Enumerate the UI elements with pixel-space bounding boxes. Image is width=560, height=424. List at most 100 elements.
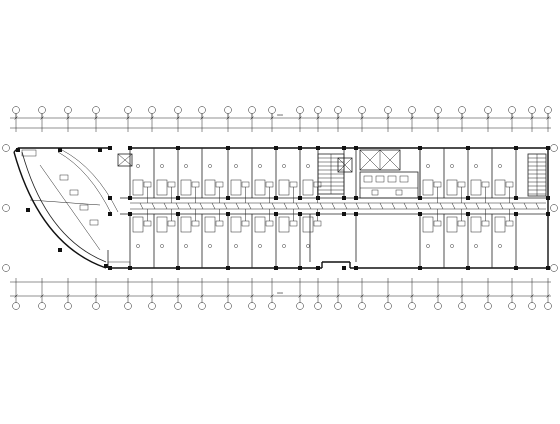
fan-coil-unit xyxy=(481,220,490,227)
grid-bubble xyxy=(198,302,206,310)
duct-hatch xyxy=(463,202,468,210)
fan-coil-unit xyxy=(457,181,466,188)
duct-hatch xyxy=(259,202,264,210)
grid-bubble xyxy=(408,302,416,310)
grid-bubble xyxy=(528,106,536,114)
elevator-left xyxy=(117,153,133,167)
diffuser xyxy=(474,244,478,248)
diffuser xyxy=(160,164,164,168)
column xyxy=(108,146,112,150)
grid-bubble xyxy=(334,302,342,310)
service-block xyxy=(359,171,419,199)
bottom-tick-slash xyxy=(270,294,274,298)
grid-bubble xyxy=(358,302,366,310)
bathroom xyxy=(278,216,290,233)
fan-coil-unit xyxy=(289,181,298,188)
column xyxy=(108,196,112,200)
fan-coil-unit xyxy=(89,219,99,226)
duct-hatch xyxy=(487,202,492,210)
bathroom xyxy=(132,179,144,196)
column xyxy=(128,146,132,150)
duct-hatch xyxy=(163,202,168,210)
column xyxy=(418,146,422,150)
duct-hatch xyxy=(271,202,276,210)
column xyxy=(466,266,470,270)
column xyxy=(176,212,180,216)
grid-bubble xyxy=(296,106,304,114)
bottom-tick-slash xyxy=(510,294,514,298)
bottom-tick-slash xyxy=(40,294,44,298)
diffuser xyxy=(136,244,140,248)
fan-coil-unit xyxy=(505,220,514,227)
duct-hatch xyxy=(439,202,444,210)
duct-hatch xyxy=(307,202,312,210)
duct-hatch xyxy=(415,202,420,210)
bathroom xyxy=(494,179,506,196)
duct-hatch xyxy=(151,202,156,210)
bottom-tick-slash xyxy=(66,294,70,298)
column xyxy=(226,266,230,270)
column xyxy=(176,266,180,270)
grid-bubble xyxy=(148,302,156,310)
bathroom xyxy=(494,216,506,233)
column xyxy=(176,146,180,150)
bottom-tick-slash xyxy=(250,294,254,298)
bottom-tick-slash xyxy=(386,294,390,298)
duct-hatch xyxy=(355,202,360,210)
bottom-tick-slash xyxy=(336,294,340,298)
grid-bubble xyxy=(314,106,322,114)
duct-hatch xyxy=(283,202,288,210)
bottom-tick-slash xyxy=(460,294,464,298)
bathroom xyxy=(132,216,144,233)
grid-bubble xyxy=(268,302,276,310)
diffuser xyxy=(498,244,502,248)
bottom-tick-slash xyxy=(360,294,364,298)
duct-hatch xyxy=(475,202,480,210)
column xyxy=(226,212,230,216)
fan-coil-unit xyxy=(69,189,79,196)
column xyxy=(298,212,302,216)
grid-bubble xyxy=(458,106,466,114)
diffuser xyxy=(208,244,212,248)
column xyxy=(466,212,470,216)
column xyxy=(354,212,358,216)
top-dim-total: 000 xyxy=(277,113,283,117)
fan-coil-unit xyxy=(241,220,250,227)
duct-hatch xyxy=(391,202,396,210)
column xyxy=(316,266,320,270)
column xyxy=(58,248,62,252)
fan-coil-unit xyxy=(143,220,152,227)
bottom-tick-slash xyxy=(530,294,534,298)
duct-hatch xyxy=(199,202,204,210)
grid-bubble xyxy=(384,302,392,310)
bottom-tick-slash xyxy=(200,294,204,298)
fan-coil-unit xyxy=(433,181,442,188)
duct-hatch xyxy=(175,202,180,210)
fan-coil-unit xyxy=(265,181,274,188)
duct-hatch xyxy=(223,202,228,210)
grid-bubble xyxy=(434,302,442,310)
column xyxy=(514,196,518,200)
bathroom xyxy=(446,179,458,196)
duct-hatch xyxy=(499,202,504,210)
column xyxy=(274,266,278,270)
grid-bubble xyxy=(224,106,232,114)
grid-bubble xyxy=(544,302,552,310)
grid-bubbles-bottom xyxy=(12,300,552,310)
column xyxy=(316,146,320,150)
diffuser xyxy=(426,244,430,248)
column xyxy=(226,146,230,150)
column xyxy=(316,212,320,216)
bottom-tick-slash xyxy=(486,294,490,298)
bathroom xyxy=(302,179,314,196)
bathroom xyxy=(204,216,216,233)
column xyxy=(104,264,108,268)
fan-coil-unit xyxy=(79,204,89,211)
bathroom xyxy=(180,179,192,196)
column xyxy=(98,148,102,152)
bathroom xyxy=(470,179,482,196)
bathroom xyxy=(180,216,192,233)
grid-bubble xyxy=(64,302,72,310)
column xyxy=(418,196,422,200)
grid-bubble xyxy=(384,106,392,114)
